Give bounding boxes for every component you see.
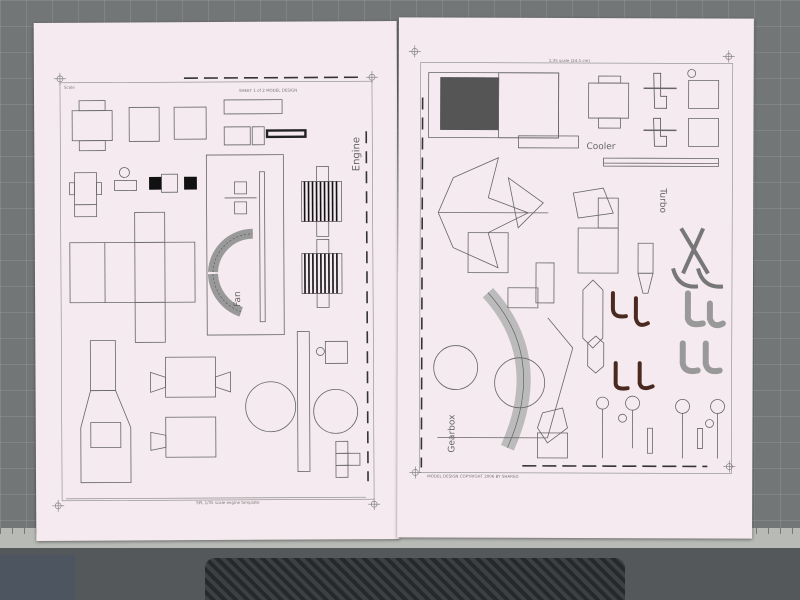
- svg-text:MODEL DESIGN COPYRIGHT 2006 BY: MODEL DESIGN COPYRIGHT 2006 BY SHARED: [427, 473, 518, 478]
- turbo-label: Turbo: [657, 187, 667, 213]
- cooler-label: Cooler: [586, 142, 615, 152]
- right-sheet-labels: Cooler Turbo Gearbox: [447, 142, 667, 453]
- engine-label: Engine: [351, 137, 362, 171]
- left-sheet-labels: Engine Fan: [233, 137, 362, 307]
- bag: [0, 555, 75, 600]
- right-sheet: 1:35 scale (24.5 cm) MODEL DESIGN COPYRI…: [397, 17, 754, 539]
- left-sheet: Scale SPL 1/35 scale engine template SHE…: [33, 21, 400, 541]
- right-sheet-drawing: 1:35 scale (24.5 cm) MODEL DESIGN COPYRI…: [408, 45, 736, 479]
- fan-label: Fan: [233, 291, 243, 307]
- chair-back: [205, 558, 625, 600]
- gearbox-label: Gearbox: [447, 414, 457, 453]
- svg-text:1:35 scale (24.5 cm): 1:35 scale (24.5 cm): [549, 58, 591, 63]
- svg-text:SHEET 1 of 2 MODEL DESIGN: SHEET 1 of 2 MODEL DESIGN: [239, 88, 297, 93]
- svg-text:SPL 1/35 scale engine template: SPL 1/35 scale engine template: [196, 500, 260, 505]
- left-sheet-drawing: Scale SPL 1/35 scale engine template SHE…: [52, 71, 381, 512]
- svg-text:Scale: Scale: [64, 85, 75, 90]
